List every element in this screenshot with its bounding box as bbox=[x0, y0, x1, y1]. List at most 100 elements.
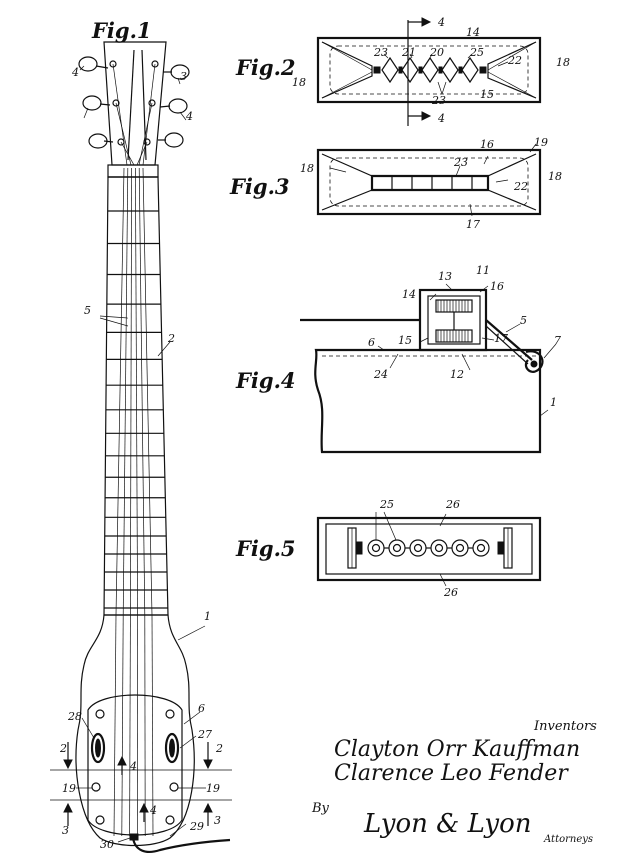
body-string bbox=[129, 614, 131, 837]
ref-3-section-right: 3 bbox=[214, 814, 221, 827]
fig3-right-taper bbox=[487, 153, 537, 211]
output-cord bbox=[131, 837, 231, 854]
by-label: By bbox=[311, 801, 330, 816]
pole-piece-center bbox=[476, 543, 486, 553]
ref-2-neck: 2 bbox=[167, 332, 175, 345]
figure-4-side-section: Fig.4 11 13 16 14 5 7 6 15 17 24 bbox=[235, 264, 561, 454]
neck-strings bbox=[115, 167, 153, 616]
fig3-housing-inner bbox=[329, 157, 529, 207]
frets bbox=[104, 176, 168, 609]
ref-5-strings: 5 bbox=[84, 304, 91, 317]
fig4-ref-12: 12 bbox=[450, 368, 464, 381]
neck-string bbox=[135, 167, 138, 616]
fig2-section-4-bottom: 4 bbox=[437, 112, 445, 125]
fig3-coil-bar bbox=[370, 174, 490, 192]
pole-piece-center bbox=[371, 543, 381, 553]
fig5-label: Fig.5 bbox=[235, 536, 296, 561]
body-string bbox=[151, 614, 154, 837]
body-string bbox=[113, 614, 117, 837]
pole-piece bbox=[388, 539, 406, 557]
fig3-ref-23: 23 bbox=[453, 156, 468, 169]
figure-2-pickup-top-section: Fig.2 4 4 14 23 21 bbox=[235, 16, 570, 126]
pole-piece-center bbox=[392, 543, 402, 553]
fig3-housing-outer bbox=[316, 148, 542, 216]
fig3-ref-18-right: 18 bbox=[548, 170, 562, 183]
fig2-label: Fig.2 bbox=[235, 55, 296, 80]
ref-4-peg: 4 bbox=[71, 66, 79, 79]
fig1-leaders bbox=[76, 65, 206, 843]
fig4-ref-1: 1 bbox=[550, 396, 557, 409]
inventor-1-signature: Clayton Orr Kauffman bbox=[334, 737, 580, 762]
neck-string bbox=[115, 167, 125, 616]
figure-1-guitar: Fig.1 bbox=[50, 18, 232, 854]
ref-2-section-right: 2 bbox=[215, 742, 223, 755]
pole-piece bbox=[430, 539, 448, 557]
ref-3-peg: 3 bbox=[180, 70, 187, 83]
tuning-pegs-left bbox=[78, 56, 114, 149]
body-strings bbox=[113, 614, 154, 837]
neck-string bbox=[130, 167, 132, 616]
tone-control-slot bbox=[164, 732, 180, 764]
fig4-tail-pin bbox=[524, 350, 544, 373]
figure-3-pickup-bottom-section: Fig.3 16 19 18 18 23 22 17 bbox=[229, 136, 562, 231]
fig5-ref-25: 25 bbox=[379, 498, 394, 511]
pole-piece-center bbox=[413, 543, 423, 553]
fig4-ref-17: 17 bbox=[494, 332, 508, 345]
pole-piece-center bbox=[434, 543, 444, 553]
fig2-ref-15: 15 bbox=[480, 88, 494, 101]
fig2-ref-14: 14 bbox=[466, 26, 480, 39]
fig5-ref-26-bottom: 26 bbox=[443, 586, 458, 599]
pole-piece bbox=[472, 539, 490, 557]
attorneys-label: Attorneys bbox=[543, 834, 593, 845]
fig4-ref-5: 5 bbox=[520, 314, 527, 327]
fig3-left-taper bbox=[321, 153, 373, 211]
fig2-section-4-top: 4 bbox=[437, 16, 445, 29]
ref-19-screw-left: 19 bbox=[62, 782, 76, 795]
ref-4-section-upper: 4 bbox=[129, 760, 137, 773]
fig3-ref-17: 17 bbox=[466, 218, 480, 231]
neck-string bbox=[138, 167, 146, 616]
ref-19-screw-right: 19 bbox=[206, 782, 220, 795]
fig2-housing-outer bbox=[316, 36, 542, 104]
fig4-ref-24: 24 bbox=[373, 368, 388, 381]
fig4-ref-13: 13 bbox=[438, 270, 452, 283]
ref-27-tone: 27 bbox=[197, 728, 212, 741]
neck-string bbox=[142, 167, 153, 616]
nut bbox=[107, 164, 159, 178]
fig4-ref-16: 16 bbox=[490, 280, 504, 293]
ref-4-section-lower: 4 bbox=[149, 804, 157, 817]
fig4-coil-top bbox=[435, 299, 473, 313]
headstock-strings bbox=[112, 49, 156, 166]
tuning-pegs-right bbox=[158, 64, 190, 148]
inventor-signatures: Inventors Clayton Orr Kauffman Clarence … bbox=[311, 719, 597, 845]
fig3-ref-19: 19 bbox=[534, 136, 548, 149]
fig3-ref-22: 22 bbox=[513, 180, 528, 193]
fig5-ref-26-top: 26 bbox=[445, 498, 460, 511]
fig4-ref-14: 14 bbox=[402, 288, 416, 301]
fig3-label: Fig.3 bbox=[229, 174, 290, 199]
fig2-magnets bbox=[373, 56, 487, 84]
string-posts bbox=[109, 60, 159, 146]
pole-piece bbox=[451, 539, 469, 557]
fig2-housing-inner bbox=[329, 45, 529, 95]
volume-control-slot bbox=[90, 732, 106, 764]
fig4-label: Fig.4 bbox=[235, 368, 296, 393]
ref-29-cord: 29 bbox=[189, 820, 204, 833]
fig4-ref-6: 6 bbox=[368, 336, 375, 349]
fig2-ref-18-right: 18 bbox=[556, 56, 570, 69]
ref-6-plate: 6 bbox=[198, 702, 205, 715]
fig5-housing-inner bbox=[325, 523, 533, 575]
fig2-right-taper bbox=[487, 41, 537, 99]
ref-28-volume: 28 bbox=[67, 710, 82, 723]
pole-piece bbox=[367, 539, 385, 557]
fig2-ref-25: 25 bbox=[469, 46, 484, 59]
ref-1-body: 1 bbox=[204, 610, 211, 623]
fig3-ref-18-left: 18 bbox=[300, 162, 314, 175]
figure-5-pickup-plan: Fig.5 25 26 26 bbox=[235, 498, 542, 599]
fig3-pole-pieces bbox=[391, 176, 473, 190]
guitar-body bbox=[75, 614, 195, 847]
inventor-2-signature: Clarence Leo Fender bbox=[334, 761, 569, 786]
fig2-left-taper bbox=[321, 41, 373, 99]
fig2-ref-23-lower: 23 bbox=[431, 94, 446, 107]
